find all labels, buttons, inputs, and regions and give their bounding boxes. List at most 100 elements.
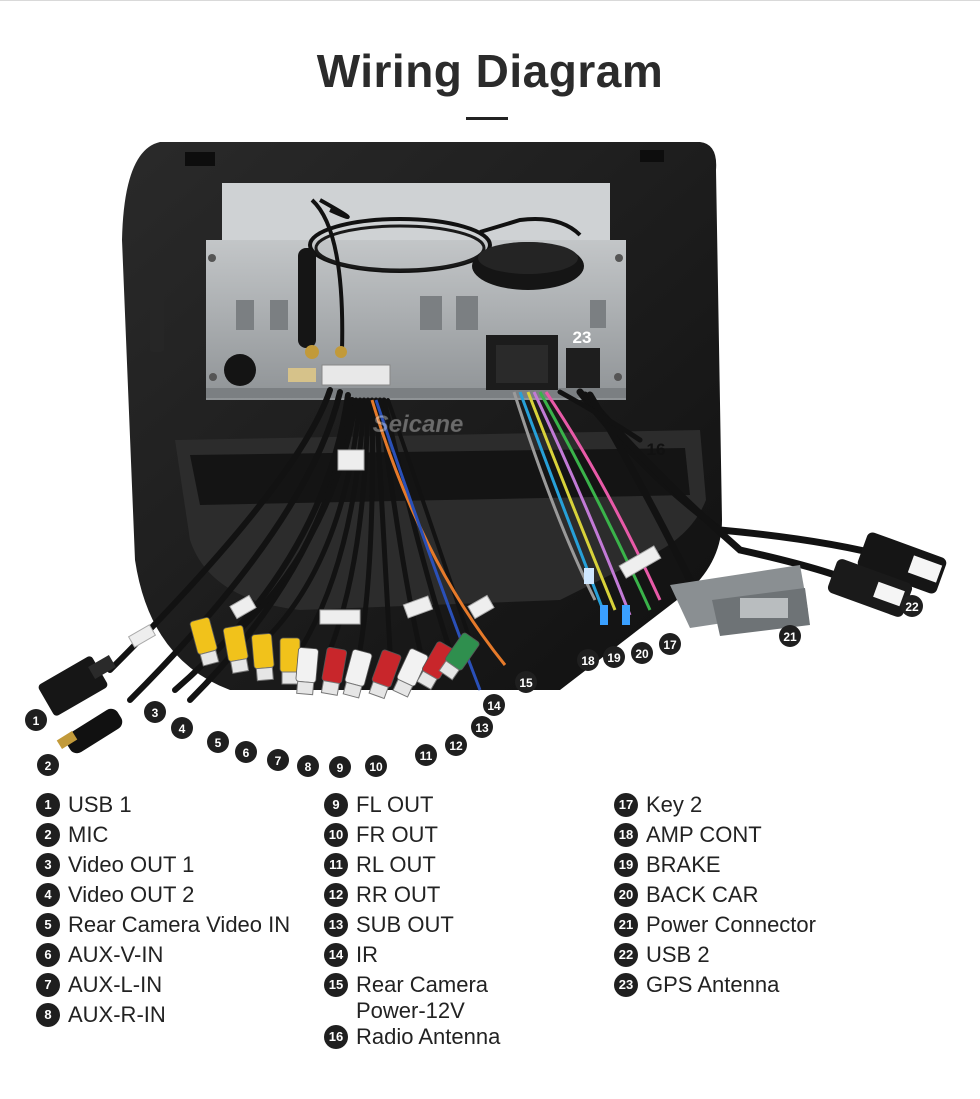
legend-label: Power Connector (646, 912, 816, 937)
power-connector (670, 565, 810, 636)
rca-plug (342, 649, 373, 699)
legend-number-badge: 19 (614, 853, 638, 877)
rca-plug (392, 648, 429, 698)
callout-number: 10 (369, 760, 383, 774)
legend-number-badge: 14 (324, 943, 348, 967)
mic-jack (56, 708, 123, 754)
rca-plug (368, 649, 402, 700)
legend-number-badge: 15 (324, 973, 348, 997)
legend-label: AUX-R-IN (68, 1002, 166, 1027)
top-divider (0, 0, 980, 1)
callout-marker: 8 (297, 755, 319, 777)
legend-label: USB 1 (68, 792, 132, 817)
callout-number: 21 (783, 630, 797, 644)
legend-number-badge: 1 (36, 793, 60, 817)
legend-label: BRAKE (646, 852, 721, 877)
rca-plug (295, 647, 319, 696)
callout-number: 1 (33, 714, 40, 728)
legend-label: Video OUT 1 (68, 852, 195, 877)
legend-label: SUB OUT (356, 912, 454, 937)
callout-marker: 1 (25, 709, 47, 731)
callout-number: 23 (573, 328, 592, 347)
legend-label: RR OUT (356, 882, 441, 907)
legend-item: 12 RR OUT (324, 882, 500, 912)
callout-number: 18 (581, 654, 595, 668)
callout-marker: 23 (573, 328, 592, 347)
callout-number: 2 (45, 759, 52, 773)
legend-item: 22 USB 2 (614, 942, 816, 972)
callout-marker: 11 (415, 744, 437, 766)
legend-number-badge: 22 (614, 943, 638, 967)
callout-marker: 10 (365, 755, 387, 777)
legend-number-badge: 10 (324, 823, 348, 847)
rca-plug (416, 641, 455, 691)
legend-label: Video OUT 2 (68, 882, 195, 907)
legend-label: GPS Antenna (646, 972, 780, 997)
callout-marker: 15 (515, 671, 537, 693)
callout-marker: 7 (267, 749, 289, 771)
callout-marker: 6 (235, 741, 257, 763)
callout-marker: 20 (631, 642, 653, 664)
callout-number: 19 (607, 651, 621, 665)
callout-number: 17 (663, 638, 677, 652)
callout-marker: 4 (171, 717, 193, 739)
callout-marker: 5 (207, 731, 229, 753)
legend-number-badge: 6 (36, 943, 60, 967)
callout-number: 20 (635, 647, 649, 661)
callout-number: 12 (449, 739, 463, 753)
callout-marker: 12 (445, 734, 467, 756)
legend-number-badge: 11 (324, 853, 348, 877)
callout-number: 16 (647, 440, 666, 459)
wiring-diagram: Seicane 12345678910111213141516171819202… (25, 142, 947, 778)
legend-item: 21 Power Connector (614, 912, 816, 942)
rca-plugs (189, 617, 480, 700)
legend-number-badge: 18 (614, 823, 638, 847)
rca-plug (438, 632, 480, 681)
legend-number-badge: 21 (614, 913, 638, 937)
legend-item: 23 GPS Antenna (614, 972, 816, 1002)
rca-plug (320, 646, 348, 696)
callout-number: 7 (275, 754, 282, 768)
legend-number-badge: 23 (614, 973, 638, 997)
callout-number: 3 (152, 706, 159, 720)
legend-label: RL OUT (356, 852, 436, 877)
gps-antenna (308, 198, 584, 290)
callout-marker: 3 (144, 701, 166, 723)
legend-number-badge: 12 (324, 883, 348, 907)
legend-label: AUX-V-IN (68, 942, 164, 967)
callout-number: 6 (243, 746, 250, 760)
legend-number-badge: 3 (36, 853, 60, 877)
legend-item: 3 Video OUT 1 (36, 852, 290, 882)
rca-plug (251, 633, 275, 682)
legend-item: 14 IR (324, 942, 500, 972)
callout-number: 15 (519, 676, 533, 690)
colored-wires (370, 391, 662, 691)
callout-marker: 17 (659, 633, 681, 655)
callout-number: 5 (215, 736, 222, 750)
rca-plug (279, 637, 301, 685)
main-connectors (321, 335, 600, 390)
legend-number-badge: 2 (36, 823, 60, 847)
legend-label: USB 2 (646, 942, 710, 967)
legend-label: IR (356, 942, 378, 967)
legend-label: FL OUT (356, 792, 434, 817)
callout-marker: 19 (603, 646, 625, 668)
callout-marker: 9 (329, 756, 351, 778)
legend-label: Radio Antenna (356, 1024, 501, 1049)
callout-marker: 21 (779, 625, 801, 647)
rca-plug (189, 617, 220, 667)
callout-number: 9 (337, 761, 344, 775)
